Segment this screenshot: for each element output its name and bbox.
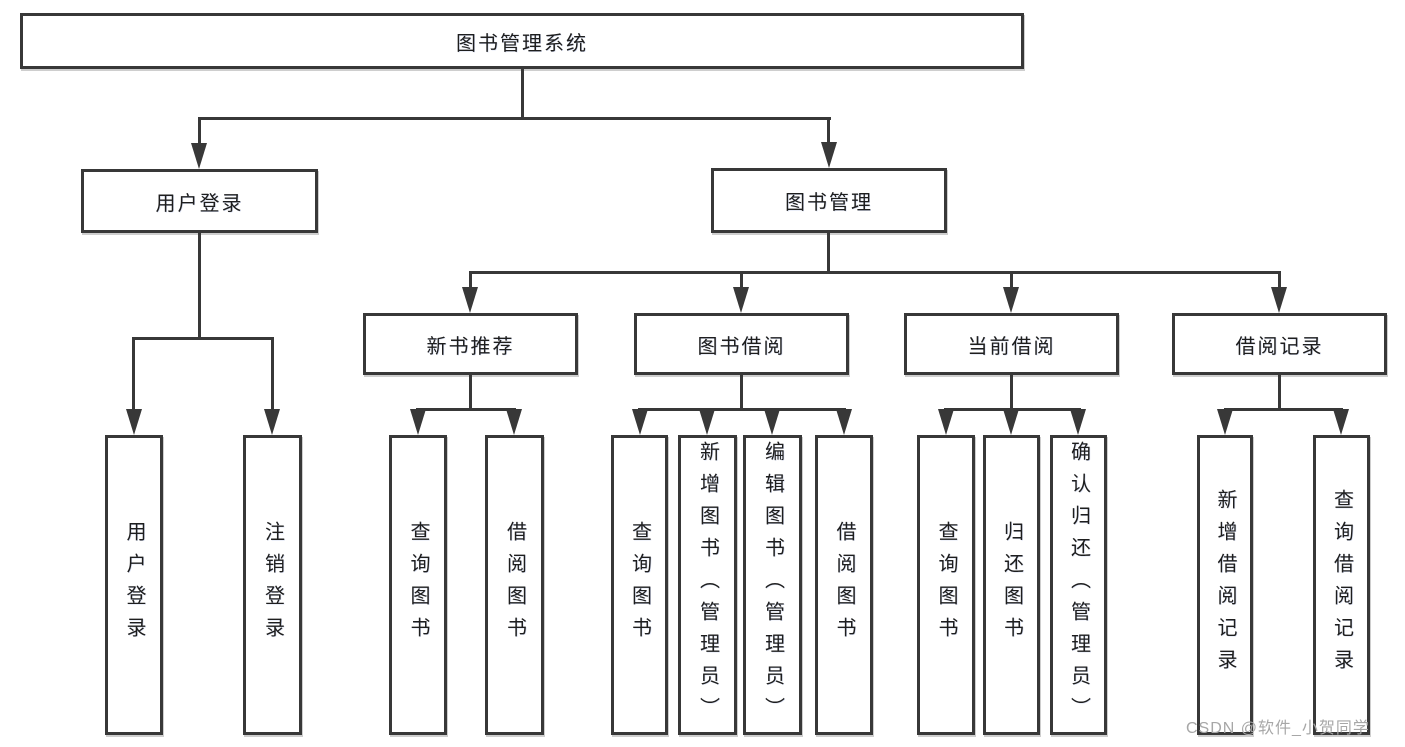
leaf-query-borrow-record-label: 查询借阅记录 — [1330, 489, 1353, 681]
node-new-book-recommend: 新书推荐 — [363, 313, 578, 375]
arrowhead-book-borrow — [733, 287, 749, 313]
connector-root-branch — [198, 117, 831, 120]
arrowhead-new-book-recommend — [462, 287, 478, 313]
connector-book-borrow-branch — [638, 408, 846, 411]
leaf-confirm-return-admin-label: 确认归还（管理员） — [1067, 441, 1090, 729]
arrowhead-br-query — [1333, 409, 1349, 435]
node-current-borrow-label: 当前借阅 — [967, 335, 1056, 358]
leaf-query-borrow-record: 查询借阅记录 — [1313, 435, 1370, 735]
watermark: CSDN @软件_小贺同学 — [1186, 720, 1370, 737]
connector-recommend-stem — [469, 375, 472, 411]
node-user-login: 用户登录 — [81, 169, 318, 233]
leaf-current-query-books: 查询图书 — [917, 435, 975, 735]
leaf-logout: 注销登录 — [243, 435, 302, 735]
leaf-add-borrow-record-label: 新增借阅记录 — [1214, 489, 1236, 681]
leaf-recommend-query-books: 查询图书 — [389, 435, 447, 735]
node-book-borrow-label: 图书借阅 — [697, 335, 786, 358]
node-book-management: 图书管理 — [711, 168, 947, 233]
leaf-recommend-borrow-books: 借阅图书 — [485, 435, 544, 735]
connector-drop-current-borrow — [1010, 271, 1013, 289]
arrowhead-book-management — [821, 142, 837, 168]
leaf-user-login: 用户登录 — [105, 435, 163, 735]
arrowhead-cb-confirm — [1070, 409, 1086, 435]
node-user-login-label: 用户登录 — [155, 192, 244, 215]
connector-drop-leaf-logout — [271, 337, 274, 411]
connector-book-borrow-stem — [740, 375, 743, 411]
leaf-edit-books-admin-label: 编辑图书（管理员） — [761, 441, 784, 729]
arrowhead-bb-add — [699, 409, 715, 435]
arrowhead-recommend-borrow — [506, 409, 522, 435]
leaf-return-books: 归还图书 — [983, 435, 1040, 735]
leaf-confirm-return-admin: 确认归还（管理员） — [1050, 435, 1107, 735]
connector-drop-leaf-user-login — [132, 337, 135, 411]
connector-borrow-records-branch — [1224, 408, 1343, 411]
arrowhead-bb-edit — [764, 409, 780, 435]
node-borrow-records-label: 借阅记录 — [1235, 335, 1324, 358]
connector-user-login-branch — [132, 337, 274, 340]
connector-user-login-stem — [198, 233, 201, 340]
arrowhead-current-borrow — [1003, 287, 1019, 313]
leaf-logout-label: 注销登录 — [261, 521, 284, 649]
node-root: 图书管理系统 — [20, 13, 1024, 69]
node-book-borrow: 图书借阅 — [634, 313, 849, 375]
node-borrow-records: 借阅记录 — [1172, 313, 1387, 375]
arrowhead-leaf-user-login — [126, 409, 142, 435]
arrowhead-cb-query — [938, 409, 954, 435]
connector-level3-branch — [469, 271, 1281, 274]
node-root-label: 图书管理系统 — [456, 32, 588, 55]
leaf-borrow-books: 借阅图书 — [815, 435, 873, 735]
node-current-borrow: 当前借阅 — [904, 313, 1119, 375]
leaf-recommend-query-books-label: 查询图书 — [407, 521, 429, 649]
connector-drop-book-management — [827, 117, 830, 147]
arrowhead-bb-query — [632, 409, 648, 435]
arrowhead-cb-return — [1003, 409, 1019, 435]
leaf-borrow-query-books: 查询图书 — [611, 435, 668, 735]
leaf-add-books-admin-label: 新增图书（管理员） — [696, 441, 719, 729]
leaf-user-login-label: 用户登录 — [123, 521, 145, 649]
connector-current-borrow-stem — [1010, 375, 1013, 411]
connector-drop-borrow-records — [1278, 271, 1281, 289]
leaf-return-books-label: 归还图书 — [1000, 521, 1023, 649]
leaf-add-books-admin: 新增图书（管理员） — [678, 435, 737, 735]
arrowhead-bb-borrow — [836, 409, 852, 435]
arrowhead-user-login — [191, 143, 207, 169]
leaf-borrow-query-books-label: 查询图书 — [628, 521, 651, 649]
node-book-management-label: 图书管理 — [785, 192, 873, 214]
leaf-edit-books-admin: 编辑图书（管理员） — [743, 435, 802, 735]
node-new-book-recommend-label: 新书推荐 — [426, 335, 515, 358]
leaf-add-borrow-record: 新增借阅记录 — [1197, 435, 1253, 735]
connector-drop-book-borrow — [740, 271, 743, 289]
connector-book-management-stem — [827, 233, 830, 274]
connector-recommend-branch — [416, 408, 516, 411]
leaf-recommend-borrow-books-label: 借阅图书 — [503, 521, 526, 649]
connector-root-stem — [521, 69, 524, 120]
arrowhead-borrow-records — [1271, 287, 1287, 313]
connector-drop-user-login — [198, 117, 201, 147]
connector-drop-new-book-recommend — [469, 271, 472, 289]
arrowhead-leaf-logout — [264, 409, 280, 435]
leaf-borrow-books-label: 借阅图书 — [833, 521, 855, 649]
arrowhead-br-add — [1217, 409, 1233, 435]
arrowhead-recommend-query — [410, 409, 426, 435]
leaf-current-query-books-label: 查询图书 — [935, 521, 957, 649]
connector-borrow-records-stem — [1278, 375, 1281, 411]
